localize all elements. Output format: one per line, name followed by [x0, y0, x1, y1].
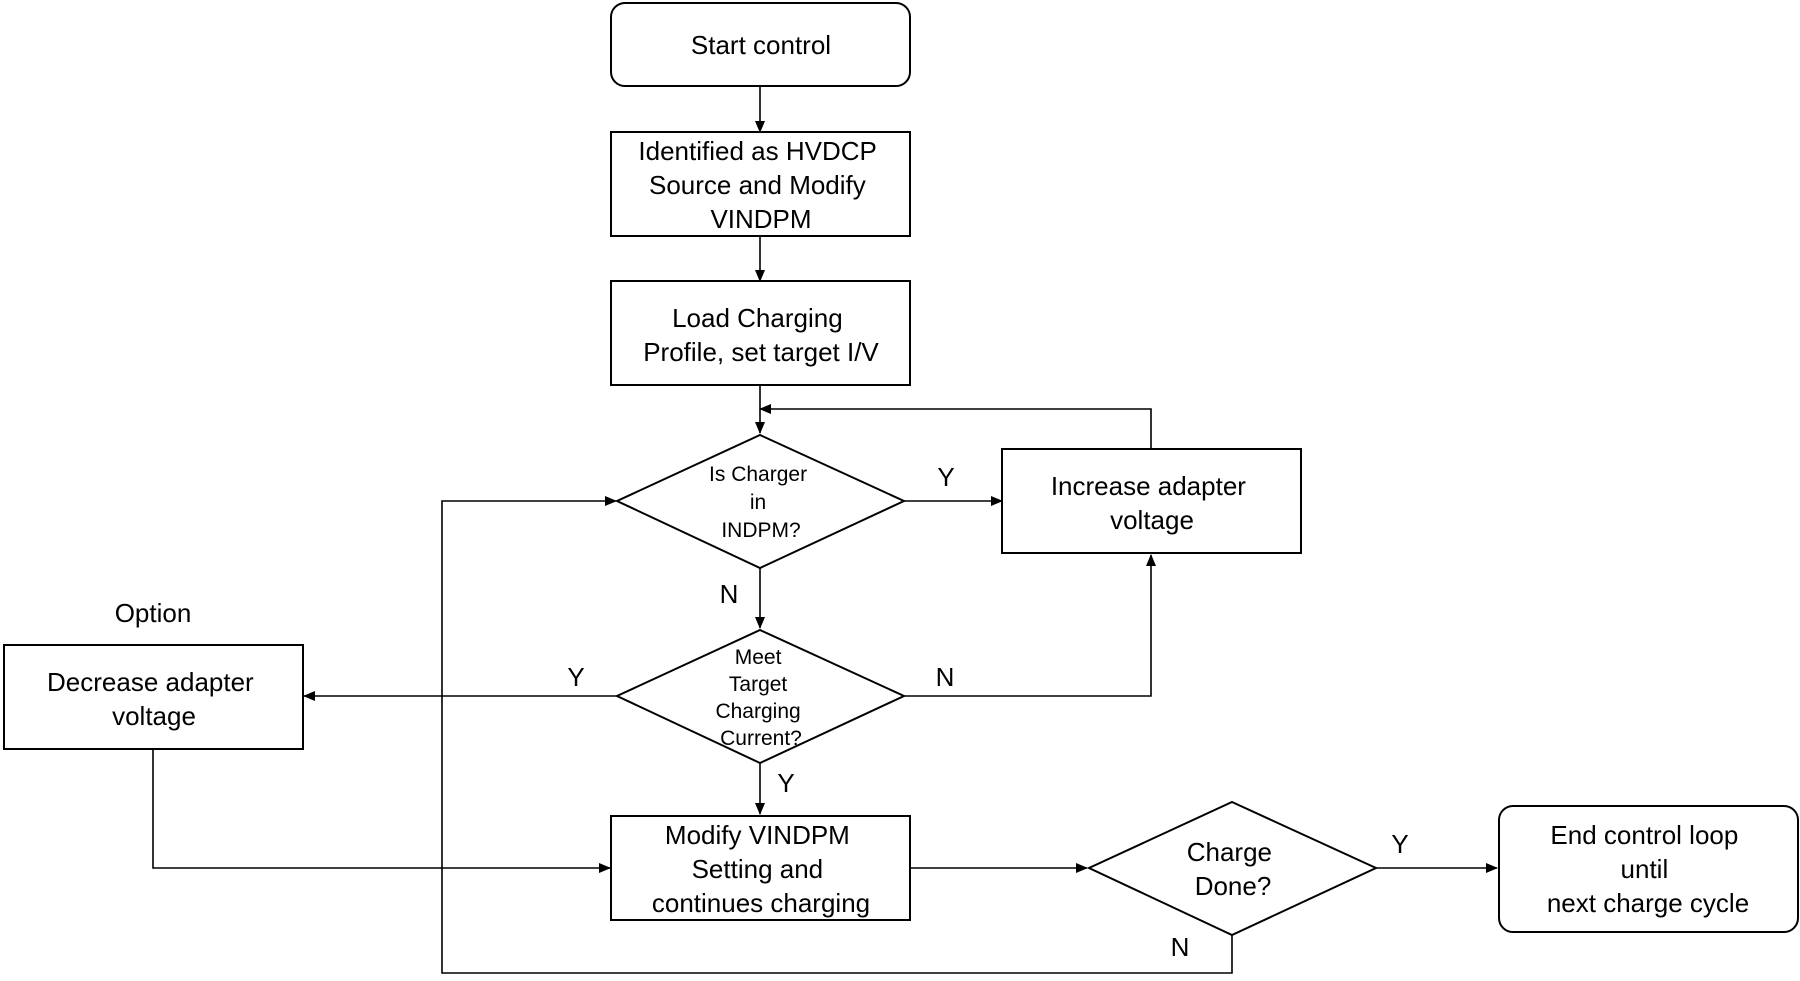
done-decision-node [1086, 800, 1379, 937]
edge-label-meet-yes-down: Y [777, 768, 794, 798]
edge-increase-back-to-loop [759, 404, 1152, 449]
identify-node [610, 131, 911, 237]
modify-label: Modify VINDPM Setting and continues char… [652, 820, 870, 918]
indpm-decision-node [614, 433, 907, 570]
increase-node [1001, 448, 1302, 554]
start-node [610, 2, 911, 87]
meet-decision-label: Meet Target Charging Current? [715, 646, 806, 750]
edge-done-no-loop-back [441, 496, 1233, 974]
increase-label: Increase adapter voltage [1051, 471, 1253, 535]
option-label: Option [115, 598, 192, 628]
edge-label-meet-yes-left: Y [567, 662, 584, 692]
edge-label-done-no: N [1171, 932, 1190, 962]
decrease-label: Decrease adapter voltage [47, 667, 261, 731]
end-node [1498, 805, 1799, 933]
edge-label-indpm-yes: Y [937, 462, 954, 492]
identify-label: Identified as HVDCP Source and Modify VI… [638, 136, 883, 234]
edge-label-meet-no: N [936, 662, 955, 692]
load-node [610, 280, 911, 386]
indpm-decision-label: Is Charger in INDPM? [709, 463, 813, 542]
load-label: Load Charging Profile, set target I/V [643, 303, 879, 367]
modify-node [610, 815, 911, 921]
edge-meet-no-to-increase [904, 554, 1156, 697]
edge-label-done-yes: Y [1391, 829, 1408, 859]
done-decision-label: Charge Done? [1187, 837, 1280, 901]
meet-decision-node [614, 628, 907, 765]
end-label: End control loop until next charge cycle [1547, 820, 1749, 918]
start-label: Start control [691, 30, 831, 60]
edge-label-indpm-no: N [720, 579, 739, 609]
decrease-node [3, 644, 304, 750]
edge-decrease-to-modify [152, 749, 611, 873]
